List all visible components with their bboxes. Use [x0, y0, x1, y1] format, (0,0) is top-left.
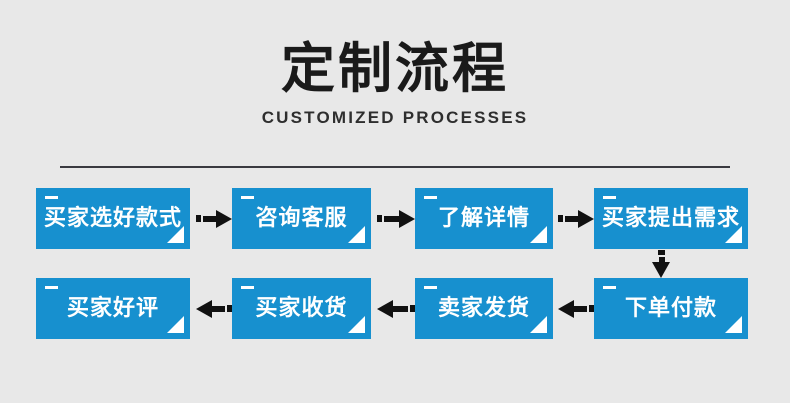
arrow-tick-icon	[589, 305, 594, 312]
flow-step-label: 咨询客服	[255, 205, 348, 231]
arrow-tick-icon	[377, 215, 382, 222]
arrow-shaft-icon	[659, 257, 665, 264]
corner-triangle-icon	[530, 226, 547, 243]
arrow-head-icon	[652, 262, 670, 278]
flow-step-label: 买家提出需求	[601, 205, 740, 231]
flow-step-label: 买家收货	[255, 295, 348, 321]
corner-dash-icon	[603, 196, 616, 199]
arrow-head-icon	[196, 300, 212, 318]
arrow-left-step5-to-step6	[377, 297, 415, 319]
arrow-head-icon	[399, 210, 415, 228]
corner-triangle-icon	[167, 226, 184, 243]
arrow-shaft-icon	[203, 216, 218, 222]
corner-dash-icon	[424, 196, 437, 199]
page-title: 定制流程	[281, 37, 509, 100]
corner-triangle-icon	[167, 316, 184, 333]
arrow-shaft-icon	[565, 216, 580, 222]
corner-dash-icon	[241, 196, 254, 199]
flow-step-label: 了解详情	[437, 205, 530, 231]
flow-step-label: 买家选好款式	[43, 205, 182, 231]
arrow-tick-icon	[227, 305, 232, 312]
corner-triangle-icon	[348, 226, 365, 243]
arrow-right-step2-to-step3	[377, 207, 415, 229]
arrow-shaft-icon	[572, 306, 587, 312]
flow-step-buyer-receives-goods[interactable]: 买家收货	[232, 278, 371, 339]
arrow-shaft-icon	[210, 306, 225, 312]
flow-step-label: 买家好评	[66, 295, 159, 321]
arrow-left-step6-to-step7	[196, 297, 232, 319]
arrow-tick-icon	[410, 305, 415, 312]
flow-step-buyer-selects-style[interactable]: 买家选好款式	[36, 188, 190, 249]
arrow-head-icon	[377, 300, 393, 318]
flow-step-label: 下单付款	[624, 295, 717, 321]
flow-step-seller-ships[interactable]: 卖家发货	[415, 278, 553, 339]
page-subtitle: CUSTOMIZED PROCESSES	[261, 108, 529, 127]
arrow-tick-icon	[196, 215, 201, 222]
flow-step-contact-service[interactable]: 咨询客服	[232, 188, 371, 249]
arrow-right-step1-to-step2	[196, 207, 232, 229]
corner-triangle-icon	[725, 316, 742, 333]
flow-step-place-order-payment[interactable]: 下单付款	[594, 278, 748, 339]
flow-step-buyer-states-needs[interactable]: 买家提出需求	[594, 188, 748, 249]
corner-triangle-icon	[725, 226, 742, 243]
arrow-right-step3-to-step4	[558, 207, 594, 229]
arrow-left-step4-to-step5	[558, 297, 594, 319]
corner-dash-icon	[45, 196, 58, 199]
corner-triangle-icon	[530, 316, 547, 333]
arrow-shaft-icon	[391, 306, 408, 312]
flow-step-buyer-positive-review[interactable]: 买家好评	[36, 278, 190, 339]
arrow-down-row1-to-row2	[650, 250, 672, 278]
flow-step-label: 卖家发货	[437, 295, 530, 321]
corner-dash-icon	[603, 286, 616, 289]
header-divider	[60, 166, 730, 168]
arrow-head-icon	[578, 210, 594, 228]
page-header: 定制流程 CUSTOMIZED PROCESSES	[0, 38, 790, 128]
corner-dash-icon	[45, 286, 58, 289]
arrow-shaft-icon	[384, 216, 401, 222]
corner-dash-icon	[424, 286, 437, 289]
arrow-tick-icon	[558, 215, 563, 222]
arrow-head-icon	[558, 300, 574, 318]
arrow-tick-icon	[658, 250, 665, 255]
flow-step-learn-details[interactable]: 了解详情	[415, 188, 553, 249]
corner-dash-icon	[241, 286, 254, 289]
arrow-head-icon	[216, 210, 232, 228]
corner-triangle-icon	[348, 316, 365, 333]
